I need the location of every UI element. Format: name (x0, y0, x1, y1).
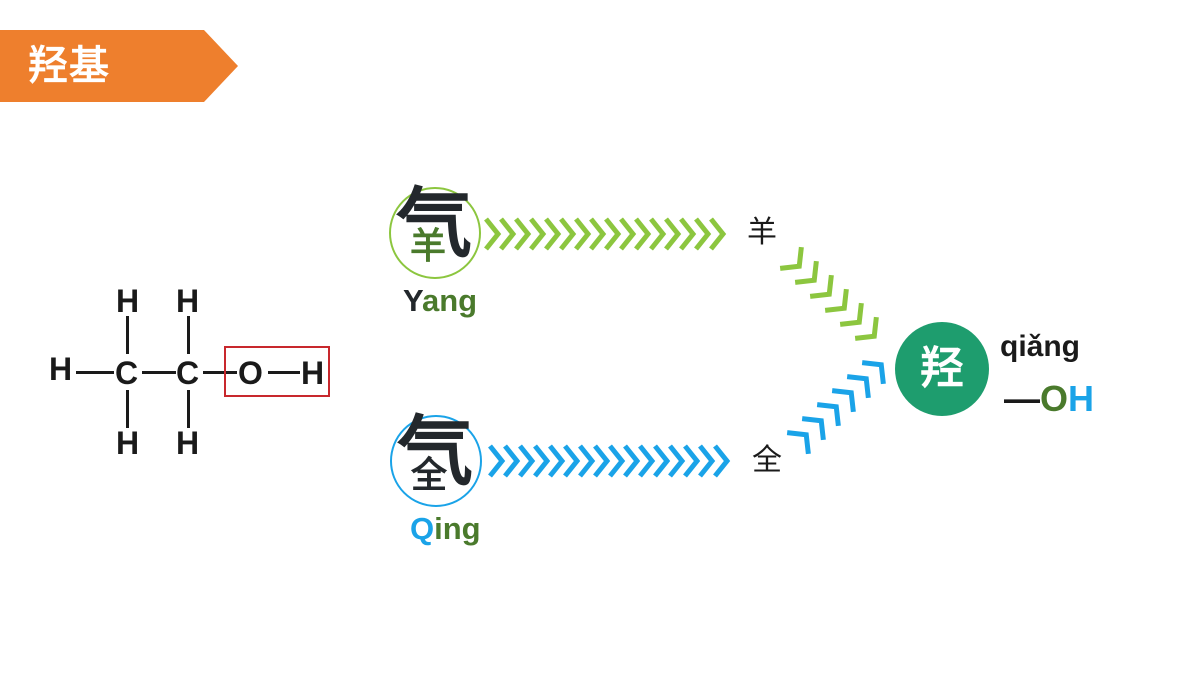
qing-chevron (578, 444, 596, 478)
yang-chevron (589, 217, 607, 251)
qing-pinyin-rest: ing (434, 511, 481, 546)
yang-inner-char: 羊 (410, 226, 447, 267)
qing-chevron (533, 444, 551, 478)
atom-c2: C (176, 355, 200, 391)
qing-chevron-diagonal (831, 388, 856, 413)
qiang-pinyin: qiǎng (1000, 330, 1080, 363)
qing-chevron-diagonal (816, 402, 841, 427)
qing-chevron-diagonal (786, 430, 811, 455)
hydroxyl-o: O (1040, 378, 1069, 419)
qing-outer-char: 气 (397, 407, 473, 496)
hydroxyl-dash: — (1004, 378, 1040, 419)
bond-c1-h-top (126, 316, 129, 354)
qing-component-label: 全 (752, 443, 782, 478)
yang-pinyin-rest: ang (421, 283, 478, 318)
yang-chevron-diagonal (854, 316, 879, 341)
hydroxyl-h: H (1068, 378, 1095, 419)
qing-chevron (668, 444, 686, 478)
qing-chevron (638, 444, 656, 478)
qiang-char: 羟 (920, 343, 964, 394)
qing-chevron (713, 444, 731, 478)
yang-pinyin: Yang (403, 285, 477, 316)
atom-h-c1-bottom: H (116, 425, 140, 461)
atom-c1: C (115, 355, 139, 391)
qing-chevron (608, 444, 626, 478)
qing-chevron (548, 444, 566, 478)
yang-chevron-diagonal (824, 288, 849, 313)
bond-o-h (268, 371, 300, 374)
banner-title: 羟基 (28, 43, 110, 89)
atom-h-c1-top: H (116, 283, 140, 319)
qing-chevron (503, 444, 521, 478)
yang-chevron-diagonal (794, 260, 819, 285)
title-banner-shape (0, 30, 238, 102)
bond-c1-h-bottom (126, 390, 129, 428)
bond-c2-h-top (187, 316, 190, 354)
yang-chevron (529, 217, 547, 251)
bond-c2-h-bottom (187, 390, 190, 428)
qing-pinyin-initial: Q (410, 511, 435, 546)
yang-chevron (709, 217, 727, 251)
yang-pinyin-initial: Y (403, 283, 422, 318)
yang-chevron (619, 217, 637, 251)
yang-chevron (514, 217, 532, 251)
qing-chevron (698, 444, 716, 478)
yang-chevron (649, 217, 667, 251)
yang-chevron (484, 217, 502, 251)
yang-chevron (559, 217, 577, 251)
yang-chevron (634, 217, 652, 251)
qing-chevron (488, 444, 506, 478)
qing-chevron (623, 444, 641, 478)
qing-chevron (593, 444, 611, 478)
bond-h-c1 (76, 371, 114, 374)
yang-chevron-diagonal (839, 302, 864, 327)
atom-h-c2-top: H (176, 283, 200, 319)
atom-o: O (238, 355, 263, 391)
qing-chevron (683, 444, 701, 478)
hydroxyl-highlight-box (224, 346, 330, 397)
yang-chevron (604, 217, 622, 251)
yang-chevron-diagonal (809, 274, 834, 299)
qing-chevron-diagonal (801, 416, 826, 441)
qing-circle (390, 415, 482, 507)
qing-chevron (518, 444, 536, 478)
yang-circle (389, 187, 481, 279)
yang-chevron (679, 217, 697, 251)
bond-c1-c2 (142, 371, 176, 374)
yang-chevron (664, 217, 682, 251)
qing-chevron (653, 444, 671, 478)
qiang-circle (895, 322, 989, 416)
yang-outer-char: 气 (396, 179, 472, 268)
qing-chevron-diagonal (861, 360, 886, 385)
yang-chevron-diagonal (779, 246, 804, 271)
atom-h-right: H (301, 355, 325, 391)
atom-h-left: H (49, 351, 73, 387)
qing-inner-char: 全 (411, 455, 448, 496)
bond-c2-o (203, 371, 237, 374)
yang-chevron (544, 217, 562, 251)
qing-chevron-diagonal (846, 374, 871, 399)
yang-chevron (574, 217, 592, 251)
qing-pinyin: Qing (410, 513, 481, 544)
yang-chevron (694, 217, 712, 251)
atom-h-c2-bottom: H (176, 425, 200, 461)
hydroxyl-formula: —OH (1004, 381, 1094, 417)
yang-chevron (499, 217, 517, 251)
qing-chevron (563, 444, 581, 478)
yang-component-label: 羊 (747, 215, 777, 250)
